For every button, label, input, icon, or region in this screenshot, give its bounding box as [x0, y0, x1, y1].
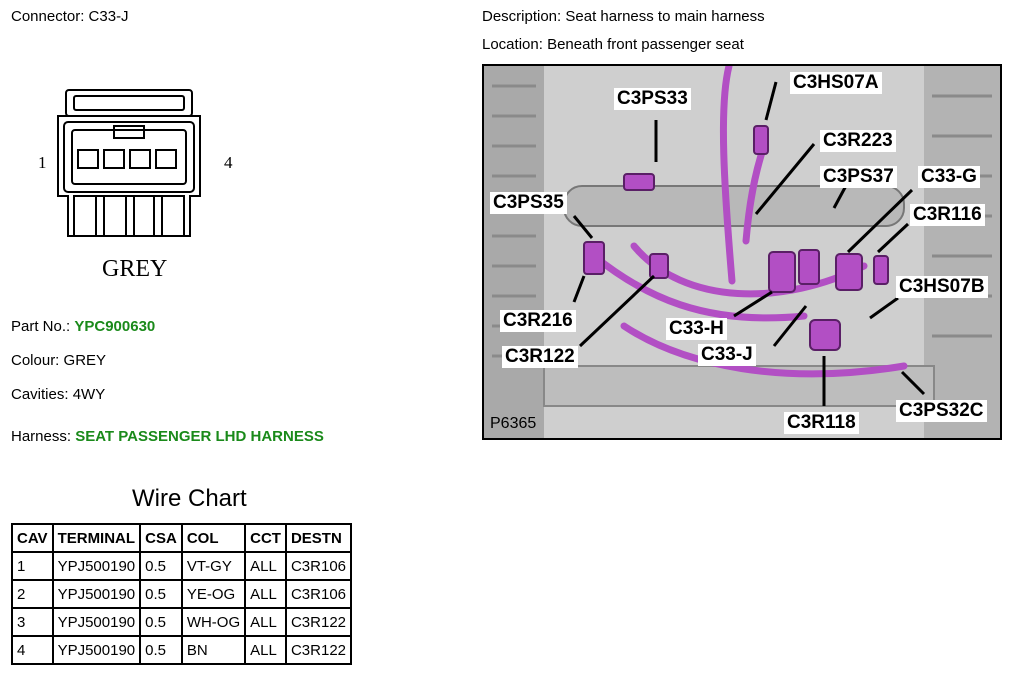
table-cell: C3R106 — [284, 551, 353, 581]
callout-c3hs07b: C3HS07B — [896, 276, 988, 298]
header-csa: CSA — [139, 523, 183, 553]
table-row: 2 YPJ500190 0.5 YE-OG ALL C3R106 — [11, 579, 353, 609]
seat-frame-illustration — [484, 66, 1000, 438]
table-cell: ALL — [244, 551, 287, 581]
table-row: 4 YPJ500190 0.5 BN ALL C3R122 — [11, 635, 353, 665]
table-row: 1 YPJ500190 0.5 VT-GY ALL C3R106 — [11, 551, 353, 581]
table-cell: YPJ500190 — [51, 635, 142, 665]
table-cell: 2 — [11, 579, 54, 609]
description-label: Description: — [482, 8, 562, 25]
callout-c33-j: C33-J — [698, 344, 756, 366]
pin1-label: 1 — [38, 153, 47, 172]
wire-chart-table: CAV TERMINAL CSA COL CCT DESTN 1 YPJ5001… — [11, 523, 353, 665]
callout-c3r223: C3R223 — [820, 130, 896, 152]
cavities-line: Cavities: 4WY — [11, 386, 105, 403]
harness-line: Harness: SEAT PASSENGER LHD HARNESS — [11, 428, 324, 445]
connector-face-diagram: 1 4 GREY — [38, 89, 233, 281]
description-value: Seat harness to main harness — [565, 8, 765, 25]
callout-c33-h: C33-H — [666, 318, 727, 340]
part-no-line: Part No.: YPC900630 — [11, 318, 155, 335]
table-cell: YE-OG — [180, 579, 247, 609]
cavities-value: 4WY — [72, 386, 106, 403]
table-row: 3 YPJ500190 0.5 WH-OG ALL C3R122 — [11, 607, 353, 637]
colour-label: Colour: — [11, 352, 60, 369]
table-cell: 0.5 — [139, 635, 183, 665]
colour-value: GREY — [63, 352, 107, 369]
callout-c33-g: C33-G — [918, 166, 980, 188]
cavities-label: Cavities: — [11, 386, 69, 403]
table-cell: VT-GY — [180, 551, 247, 581]
callout-c3r216: C3R216 — [500, 310, 576, 332]
callout-c3ps32c: C3PS32C — [896, 400, 987, 422]
location-label: Location: — [482, 36, 543, 53]
header-destn: DESTN — [284, 523, 353, 553]
table-cell: BN — [180, 635, 247, 665]
callout-c3ps33: C3PS33 — [614, 88, 691, 110]
connector-label: Connector: — [11, 8, 85, 25]
table-cell: 3 — [11, 607, 54, 637]
wire-chart-header-row: CAV TERMINAL CSA COL CCT DESTN — [11, 523, 353, 553]
header-cct: CCT — [244, 523, 287, 553]
location-value: Beneath front passenger seat — [547, 36, 744, 53]
header-col: COL — [180, 523, 247, 553]
table-cell: YPJ500190 — [51, 607, 142, 637]
photo-id: P6365 — [490, 415, 537, 432]
callout-c3ps35: C3PS35 — [490, 192, 567, 214]
pin4-label: 4 — [224, 153, 233, 172]
table-cell: ALL — [244, 579, 287, 609]
table-cell: 0.5 — [139, 607, 183, 637]
harness-value: SEAT PASSENGER LHD HARNESS — [75, 428, 324, 445]
description-line: Description: Seat harness to main harnes… — [482, 8, 765, 25]
table-cell: WH-OG — [180, 607, 247, 637]
callout-c3ps37: C3PS37 — [820, 166, 897, 188]
table-cell: YPJ500190 — [51, 551, 142, 581]
connector-value: C33-J — [88, 8, 129, 25]
table-cell: ALL — [244, 607, 287, 637]
grey-caption: GREY — [102, 256, 167, 281]
table-cell: C3R106 — [284, 579, 353, 609]
header-cav: CAV — [11, 523, 54, 553]
table-cell: C3R122 — [284, 607, 353, 637]
callout-c3r118: C3R118 — [784, 412, 859, 434]
callout-c3hs07a: C3HS07A — [790, 72, 882, 94]
callout-c3r116: C3R116 — [910, 204, 985, 226]
connector-line: Connector: C33-J — [11, 8, 129, 25]
part-no-value: YPC900630 — [74, 318, 156, 335]
header-terminal: TERMINAL — [51, 523, 142, 553]
table-cell: C3R122 — [284, 635, 353, 665]
harness-label: Harness: — [11, 428, 72, 445]
table-cell: 0.5 — [139, 551, 183, 581]
table-cell: YPJ500190 — [51, 579, 142, 609]
callout-c3r122: C3R122 — [502, 346, 578, 368]
table-cell: ALL — [244, 635, 287, 665]
colour-line: Colour: GREY — [11, 352, 106, 369]
location-photo: C3HS07A C3PS33 C3R223 C3PS37 C33-G C3PS3… — [482, 64, 1002, 440]
location-line: Location: Beneath front passenger seat — [482, 36, 744, 53]
wire-chart-title: Wire Chart — [132, 485, 247, 512]
part-no-label: Part No.: — [11, 318, 71, 335]
table-cell: 4 — [11, 635, 54, 665]
table-cell: 1 — [11, 551, 54, 581]
table-cell: 0.5 — [139, 579, 183, 609]
